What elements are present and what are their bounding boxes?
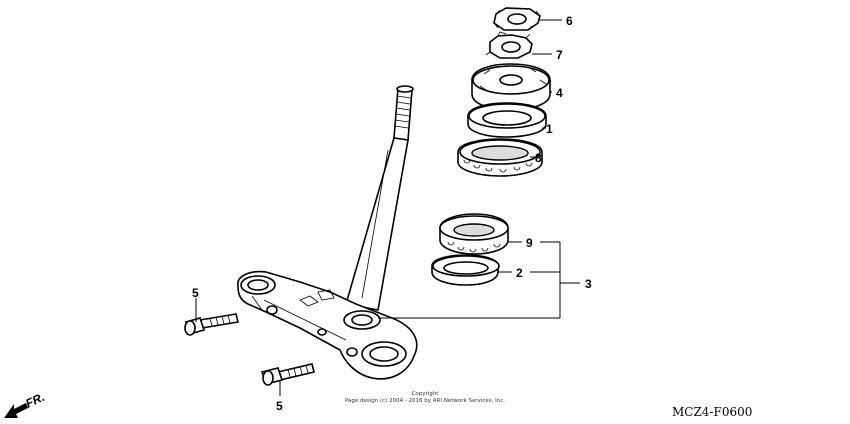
callout-9: 9 xyxy=(526,236,533,250)
front-direction-arrow-icon xyxy=(4,403,28,418)
callout-1: 1 xyxy=(546,122,553,136)
callout-6: 6 xyxy=(566,14,573,28)
callout-3: 3 xyxy=(585,277,592,291)
part-8-upper-bearing[interactable] xyxy=(457,138,543,177)
bottom-bridge[interactable] xyxy=(237,270,418,380)
part-2-lower-race[interactable] xyxy=(431,254,500,286)
callout-4: 4 xyxy=(556,86,563,100)
part-7-lock-washer[interactable] xyxy=(485,31,533,59)
part-5-bolt-lower[interactable] xyxy=(260,363,315,386)
callout-2: 2 xyxy=(516,266,523,280)
callout-7: 7 xyxy=(556,48,563,62)
callout-5-upper: 5 xyxy=(192,286,199,300)
diagram-code: MCZ4-F0600 xyxy=(672,405,752,419)
callout-5-lower: 5 xyxy=(276,399,283,413)
part-4-adjusting-nut[interactable] xyxy=(471,63,551,111)
direction-label: FR. xyxy=(23,390,46,411)
steering-stem-shaft[interactable] xyxy=(344,85,414,311)
part-6-lock-nut[interactable] xyxy=(493,7,541,31)
callout-8: 8 xyxy=(535,151,542,165)
part-9-lower-bearing[interactable] xyxy=(439,213,509,255)
leader-lines xyxy=(195,19,580,396)
part-5-bolt-upper[interactable] xyxy=(184,313,239,336)
part-1-upper-race[interactable] xyxy=(467,102,547,138)
copyright-line-1: Copyright xyxy=(412,391,440,397)
copyright-line-2: Page design (c) 2004 - 2016 by ARI Netwo… xyxy=(345,398,505,404)
